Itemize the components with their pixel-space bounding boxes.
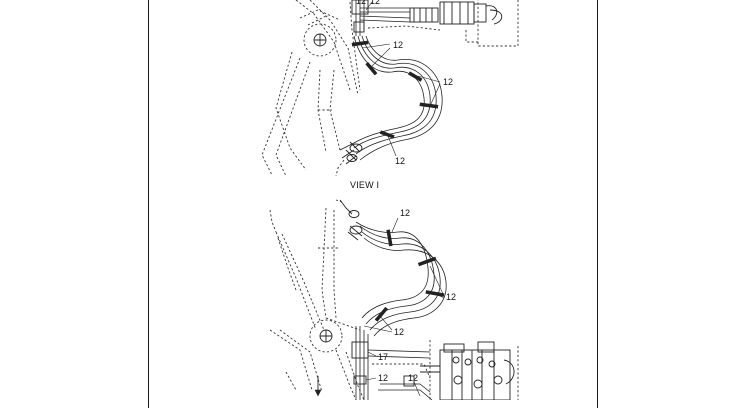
top-upper-hoses [351, 0, 441, 36]
top-hose-bundle [351, 35, 443, 161]
top-view: 12 12 12 12 12 VIEW I [261, 0, 519, 190]
top-clamps [351, 40, 439, 139]
callout-bottom-e: 12 [378, 373, 388, 383]
callout-bottom-d: 17 [378, 352, 388, 362]
top-control-valve [409, 0, 519, 47]
top-callouts: 12 12 12 12 12 [356, 0, 453, 166]
bottom-clamps [374, 229, 445, 322]
bottom-pivot-pin [309, 319, 343, 353]
callout-bottom-f: 12 [408, 373, 418, 383]
bottom-boom-outline [269, 207, 365, 400]
view-label: VIEW I [350, 180, 379, 190]
bottom-vertical-hoses [351, 326, 433, 400]
bottom-view: 12 12 12 17 12 12 [269, 199, 519, 400]
callout-top-a: 12 [356, 0, 366, 6]
callout-top-c: 12 [393, 40, 403, 50]
top-boom-outline [261, 0, 361, 177]
diagram-frame [148, 0, 598, 408]
callout-bottom-a: 12 [400, 208, 410, 218]
callout-bottom-b: 12 [446, 292, 456, 302]
bottom-arrow [314, 376, 322, 397]
top-end-fittings [335, 141, 363, 177]
callout-top-b: 12 [370, 0, 380, 6]
callout-top-d: 12 [443, 77, 453, 87]
bottom-callouts: 12 12 12 17 12 12 [363, 208, 456, 397]
bottom-hose-bundle [355, 221, 447, 337]
top-pivot-pin [303, 23, 337, 57]
callout-top-e: 12 [395, 156, 405, 166]
bottom-control-valve [420, 340, 519, 400]
bottom-end-fittings [335, 199, 363, 241]
callout-bottom-c: 12 [394, 327, 404, 337]
